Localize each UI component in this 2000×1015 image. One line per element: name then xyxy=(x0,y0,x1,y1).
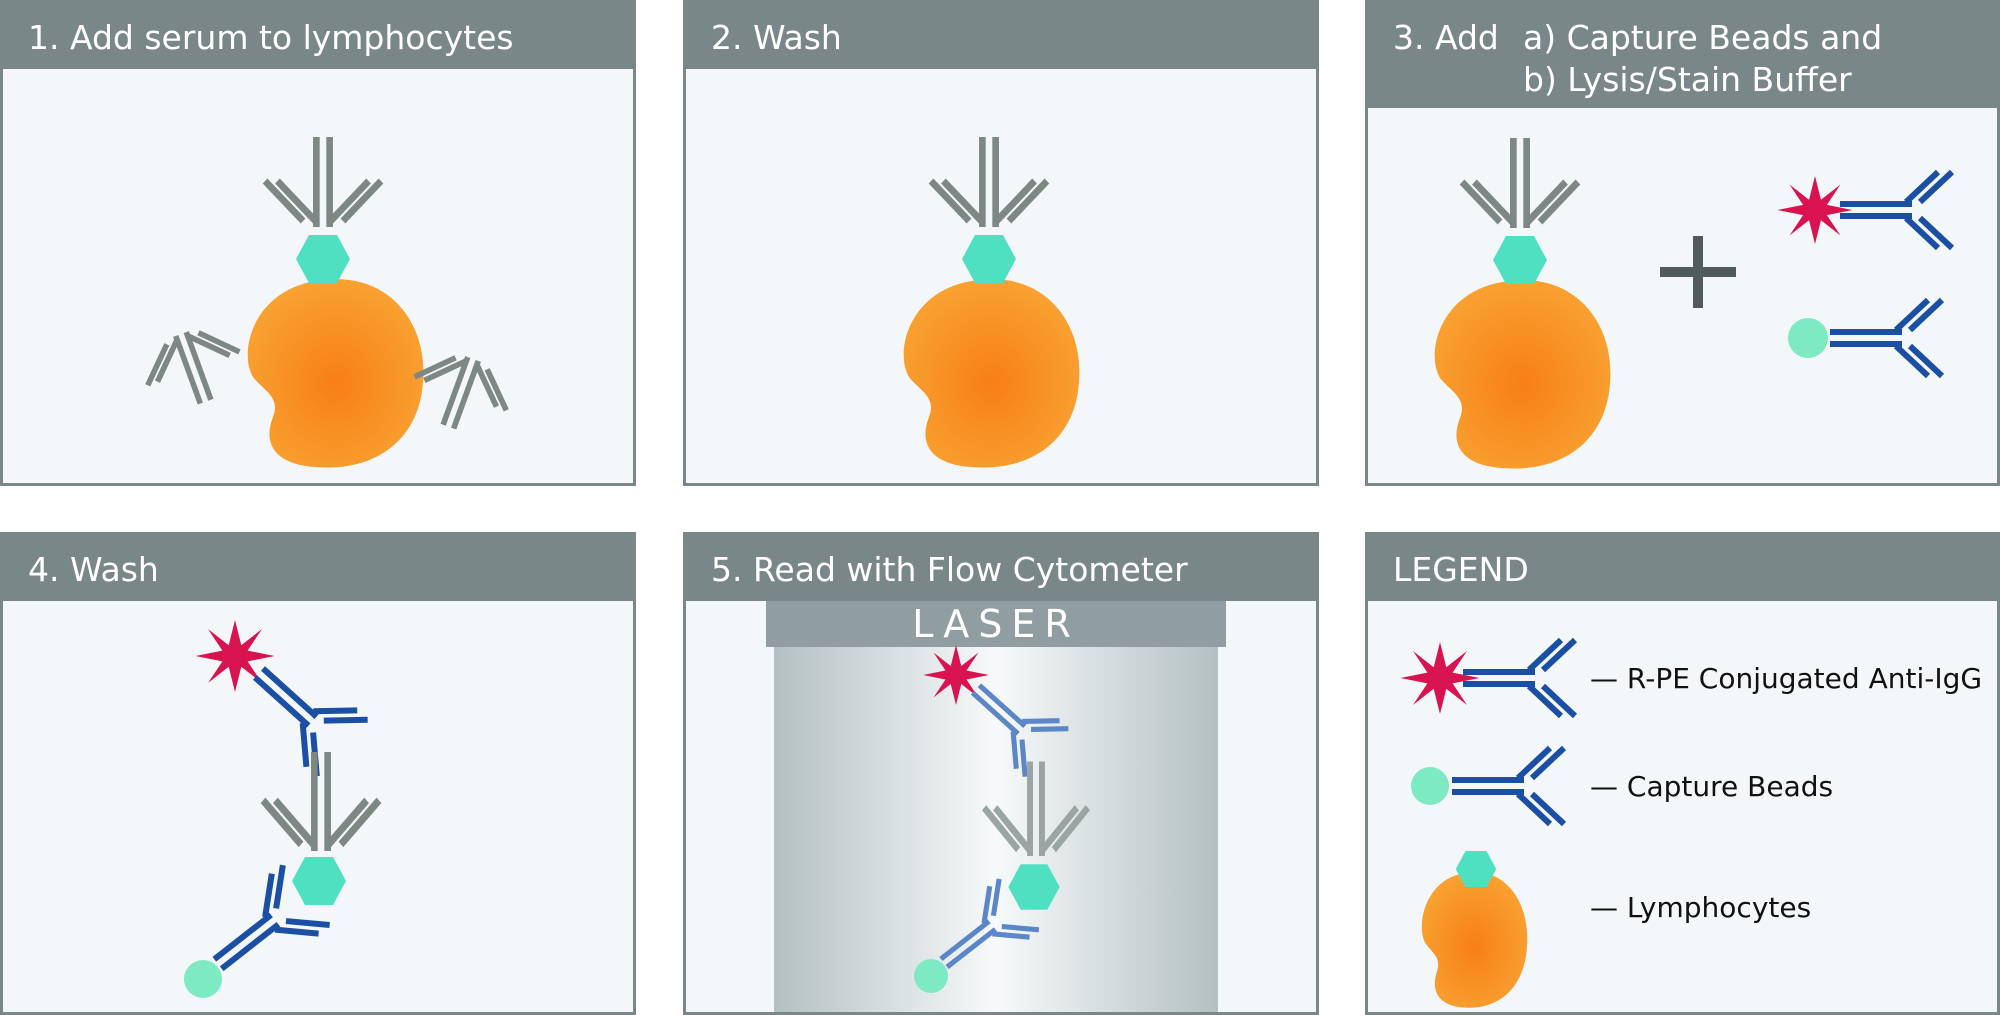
step4-title: 4. Wash xyxy=(3,535,633,601)
legend-panel: LEGEND — R-PE Conjugated Anti-IgG — Capt… xyxy=(1365,532,2000,1015)
legend-illustration: — R-PE Conjugated Anti-IgG — Capture Bea… xyxy=(1400,601,1982,1008)
legend-label-beads: — Capture Beads xyxy=(1590,770,1833,803)
step3-illustration xyxy=(1434,108,1997,469)
anti-igg-antibody xyxy=(234,645,368,776)
bound-antibody-gray xyxy=(1462,138,1578,228)
lymphocyte-cell xyxy=(1434,280,1611,469)
anti-igg-antibody xyxy=(1840,172,1952,248)
step5-title: 5. Read with Flow Cytometer xyxy=(686,535,1316,601)
bound-antibody-gray xyxy=(931,137,1047,227)
step2-illustration xyxy=(903,69,1080,468)
legend-label-lymphocytes: — Lymphocytes xyxy=(1590,891,1811,924)
plus-icon xyxy=(1660,236,1736,308)
capture-bead-icon xyxy=(1411,767,1449,805)
legend-label-rpe: — R-PE Conjugated Anti-IgG xyxy=(1590,662,1982,695)
capture-bead-icon xyxy=(1788,318,1828,358)
rpe-anti-igg-icon xyxy=(1463,640,1575,716)
antigen-hexagon xyxy=(296,235,350,283)
step3-line-b: b) Lysis/Stain Buffer xyxy=(1523,60,1852,99)
capture-bead-icon xyxy=(914,959,948,993)
step5-illustration: LASER xyxy=(766,601,1226,1012)
antigen-hexagon xyxy=(962,235,1016,283)
step3-line-a: a) Capture Beads and xyxy=(1523,18,1883,57)
step5-panel: 5. Read with Flow Cytometer LASER xyxy=(683,532,1319,1015)
antigen-hexagon xyxy=(292,857,346,905)
lymphocyte-cell xyxy=(903,279,1080,468)
step4-panel: 4. Wash xyxy=(0,532,636,1015)
bound-antibody-gray xyxy=(265,137,381,227)
step3-title: 3. Add xyxy=(1393,18,1499,57)
capture-antibody-icon xyxy=(1452,748,1564,824)
lymphocyte-cell xyxy=(247,279,424,468)
lymphocyte-icon xyxy=(1421,872,1528,1008)
bound-antibody-gray xyxy=(263,752,379,851)
rpe-star-icon xyxy=(1400,642,1480,714)
step4-illustration xyxy=(184,620,633,998)
step1-panel: 1. Add serum to lymphocytes xyxy=(0,0,636,486)
capture-antibody xyxy=(1830,300,1942,376)
step3-header: 3. Add a) Capture Beads and b) Lysis/Sta… xyxy=(1368,3,1997,108)
legend-title: LEGEND xyxy=(1368,535,1997,601)
capture-bead-icon xyxy=(184,960,222,998)
free-antibody-left xyxy=(135,317,251,418)
laser-label: LASER xyxy=(912,602,1080,646)
step2-panel: 2. Wash xyxy=(683,0,1319,486)
laser-bar xyxy=(766,601,1226,647)
step2-title: 2. Wash xyxy=(686,3,1316,69)
step3-panel: 3. Add a) Capture Beads and b) Lysis/Sta… xyxy=(1365,0,2000,486)
step1-title: 1. Add serum to lymphocytes xyxy=(3,3,633,69)
rpe-star-icon xyxy=(1777,176,1853,244)
step1-illustration xyxy=(3,69,633,468)
antigen-hexagon xyxy=(1493,236,1547,284)
